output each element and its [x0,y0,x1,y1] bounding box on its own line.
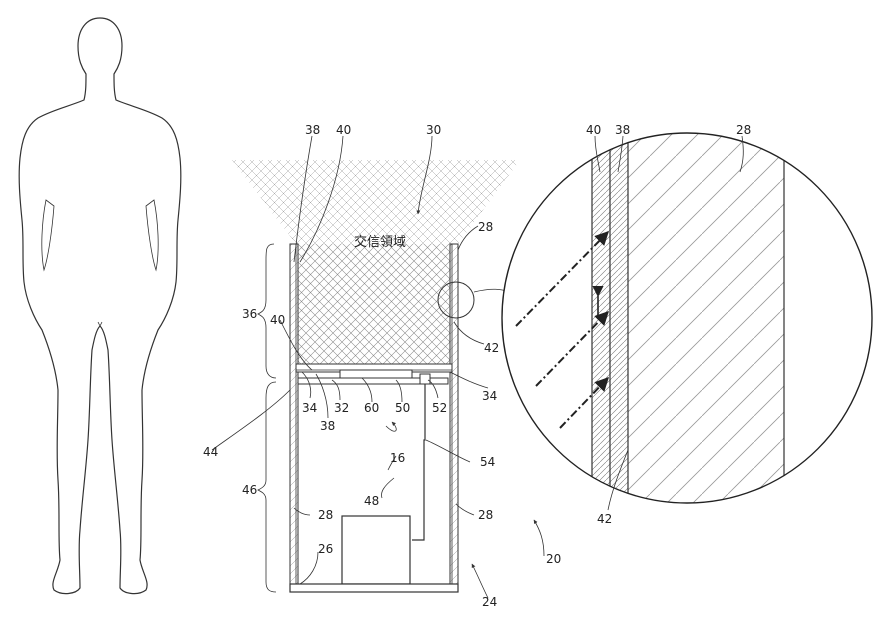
label-28-top: 28 [478,220,493,234]
label-38-top: 38 [305,123,320,137]
label-60: 60 [364,401,379,415]
label-36: 36 [242,307,257,321]
label-46: 46 [242,483,257,497]
reference-numerals: 交信領域 38 40 30 28 36 40 42 34 32 60 50 52… [203,123,751,609]
label-34-right: 34 [482,389,497,403]
label-28-left: 28 [318,508,333,522]
leader-lines [211,135,545,599]
label-38-mid: 38 [320,419,335,433]
label-32: 32 [334,401,349,415]
communication-area-hatch [232,160,520,244]
label-42-detail: 42 [597,512,612,526]
label-16: 16 [390,451,405,465]
label-26: 26 [318,542,333,556]
label-40-mid: 40 [270,313,285,327]
label-42-mid: 42 [484,341,499,355]
label-20: 20 [546,552,561,566]
label-40-detail: 40 [586,123,601,137]
label-52: 52 [432,401,447,415]
label-34-left: 34 [302,401,317,415]
label-24: 24 [482,595,497,609]
label-28-detail: 28 [736,123,751,137]
label-30: 30 [426,123,441,137]
label-48: 48 [364,494,379,508]
label-28-right: 28 [478,508,493,522]
communication-area-label: 交信領域 [354,234,406,250]
label-44: 44 [203,445,218,459]
box-structure [257,243,475,593]
detail-view [501,132,873,511]
label-38-detail: 38 [615,123,630,137]
label-50: 50 [395,401,410,415]
human-silhouette [18,17,182,595]
label-54: 54 [480,455,495,469]
label-40-top: 40 [336,123,351,137]
